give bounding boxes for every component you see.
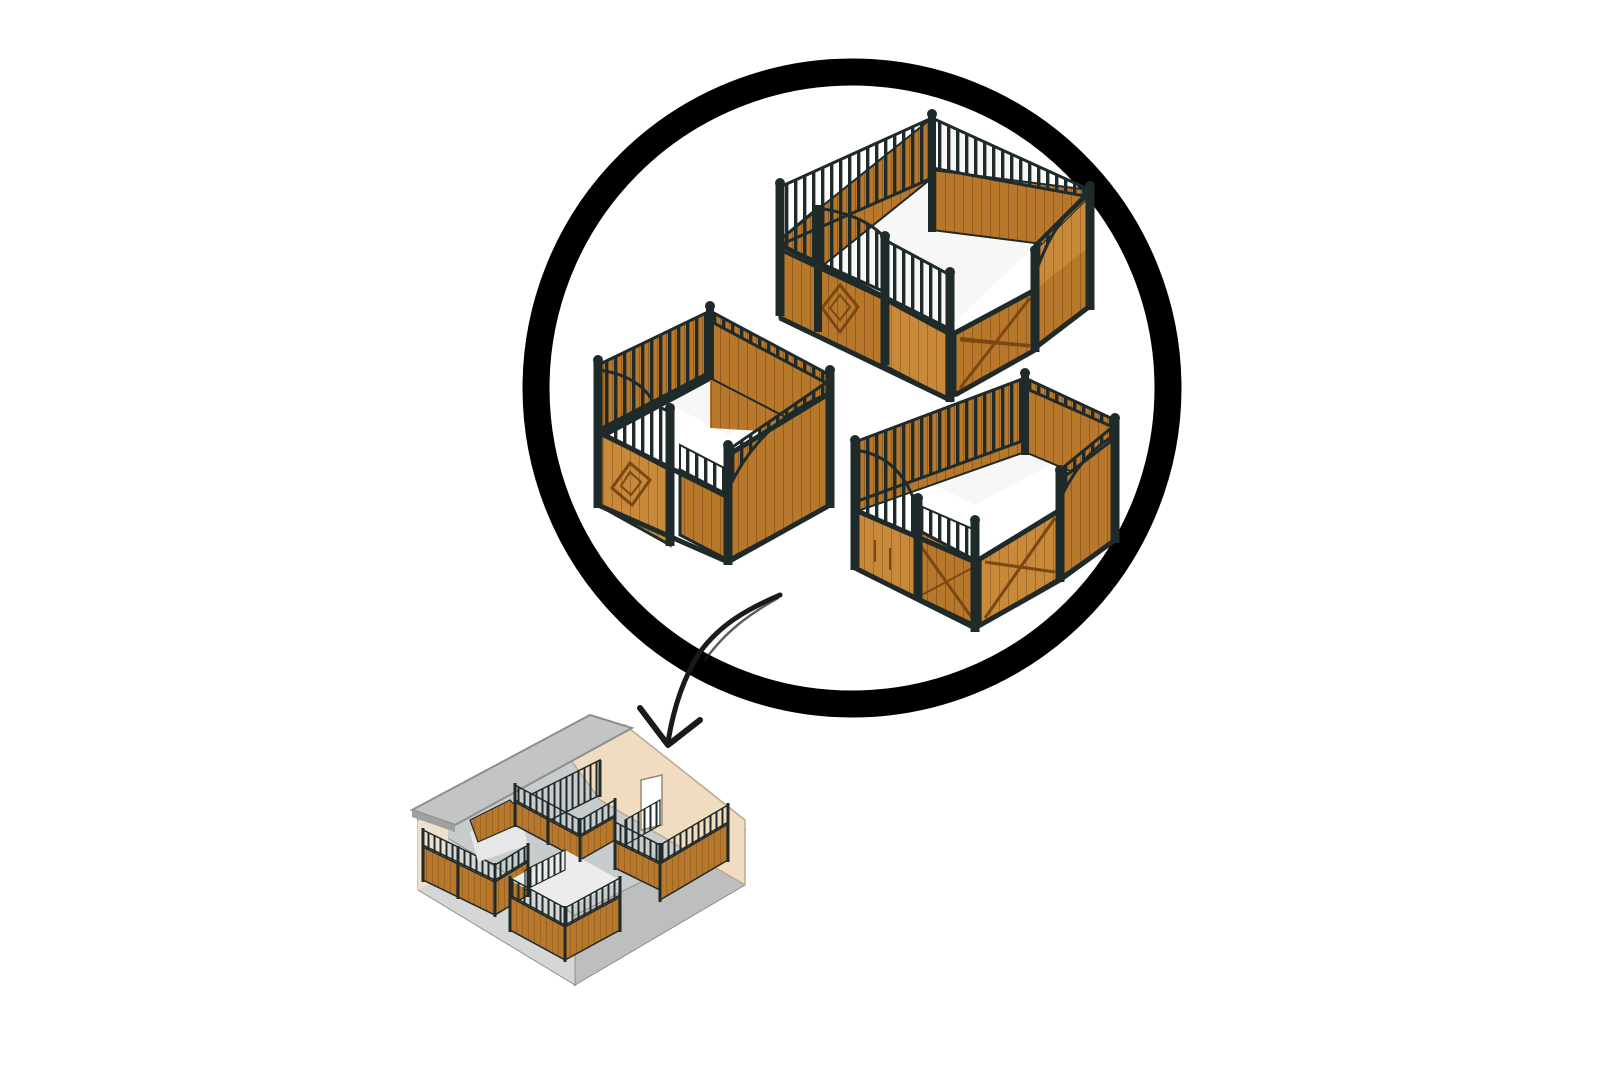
- barn-overview: [409, 713, 747, 987]
- stall-medium: [850, 368, 1120, 632]
- stall-small: [593, 301, 835, 565]
- stall-large: [775, 109, 1095, 403]
- connector-arrow: [637, 592, 783, 748]
